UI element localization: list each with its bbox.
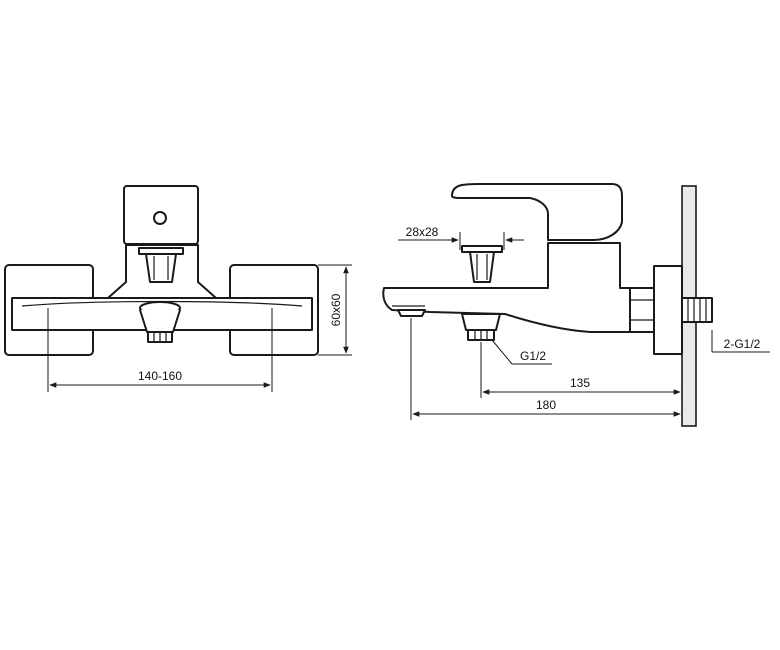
leader-outlet bbox=[491, 339, 513, 365]
connector-nut bbox=[629, 287, 655, 333]
dim-outlet-label: G1/2 bbox=[520, 349, 546, 363]
side-lever-handle bbox=[451, 183, 623, 241]
inlet-thread bbox=[681, 297, 713, 323]
front-view: 140-160 60x60 bbox=[4, 185, 352, 392]
wall-flange bbox=[653, 265, 683, 355]
dim-spacing-label: 140-160 bbox=[138, 369, 182, 383]
side-view: 28x28 G1/2 2-G1/2 135 180 bbox=[382, 183, 770, 427]
dim-handle-label: 28x28 bbox=[406, 225, 439, 239]
dim-inlets-label: 2-G1/2 bbox=[724, 337, 761, 351]
dim-total-depth-label: 180 bbox=[536, 398, 556, 412]
handle-cap-icon bbox=[153, 211, 167, 225]
dim-size-label: 60x60 bbox=[329, 293, 343, 326]
lever-handle bbox=[123, 185, 199, 245]
spout-body bbox=[382, 242, 631, 333]
dim-outlet-offset-label: 135 bbox=[570, 376, 590, 390]
